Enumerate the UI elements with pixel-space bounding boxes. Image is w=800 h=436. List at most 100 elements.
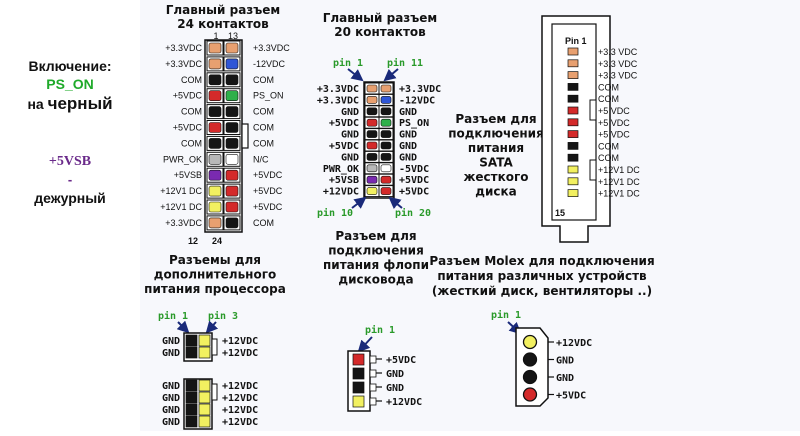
atx24-right-label: +3.3VDC	[253, 43, 290, 53]
atx24-pin-right-18	[223, 120, 241, 135]
cpu-4pin-pin-gnd	[185, 346, 198, 359]
atx20-pin1-arrow	[347, 68, 364, 82]
sata-pin1-label: Pin 1	[565, 36, 587, 46]
cpu-8pin-pin-12v	[198, 415, 211, 428]
cpu-8pin-left-label: GND	[162, 417, 180, 428]
sata-pin15-label: 15	[555, 208, 565, 218]
atx24-right-label: -12VDC	[253, 59, 286, 69]
atx20-pin-right-13	[378, 105, 394, 118]
left-legend: Включение: PS_ON на черный +5VSB - дежур…	[0, 0, 140, 431]
atx20-pin-left-10	[364, 185, 380, 198]
molex-label: GND	[556, 373, 574, 384]
atx24-num-24: 24	[212, 236, 222, 246]
atx20-right-label: GND	[399, 130, 417, 141]
atx24-left-label: +12V1 DC	[160, 202, 202, 212]
atx24-pin-right-17	[223, 104, 241, 120]
cpu-pin1-label: pin 1	[158, 310, 188, 322]
molex-title-line: (жесткий диск, вентиляторы ..)	[432, 284, 652, 298]
sata-title-line: питания	[468, 141, 524, 155]
pinout-panel: Главный разъем 24 контактов 1 13 +3.3VDC…	[140, 0, 800, 431]
atx20-right-label: GND	[399, 107, 417, 118]
sata-pin	[567, 47, 579, 56]
atx24-left-label: +5VSB	[174, 170, 202, 180]
cpu-4pin-right-label: +12VDC	[222, 348, 258, 359]
atx20-right-label: +5VDC	[399, 187, 429, 198]
atx24-pin-right-19	[223, 135, 241, 151]
sata-pin	[567, 142, 579, 150]
atx20-pin-right-15	[378, 128, 394, 141]
atx24-pin-left-2	[206, 56, 224, 72]
cpu-8pin-right-label: +12VDC	[222, 417, 258, 428]
atx24-latch	[241, 123, 249, 149]
sata-label: +12V1 DC	[598, 177, 640, 187]
floppy-title-line: Разъем для	[335, 229, 416, 243]
sata-pin	[567, 165, 579, 174]
atx24-pin-left-9	[206, 167, 224, 183]
floppy-pin1-label: pin 1	[365, 324, 395, 336]
floppy-pin	[352, 395, 365, 408]
sata-title-line: подключения	[448, 127, 544, 141]
atx20-left-label: +3.3VDC	[317, 95, 359, 106]
sata-title-line: жесткого	[463, 170, 528, 184]
cpu-4pin-left-label: GND	[162, 336, 180, 347]
power-on-target-prefix: на	[27, 96, 44, 112]
atx20-right-label: GND	[399, 141, 417, 152]
molex-pin1-label: pin 1	[491, 309, 521, 321]
molex-pin	[522, 387, 538, 402]
atx24-left-label: +5VDC	[173, 123, 203, 133]
power-on-target: на черный	[0, 94, 140, 114]
cpu-8pin-pin-12v	[198, 403, 211, 416]
floppy-pin-tab	[369, 369, 377, 378]
floppy-label: +5VDC	[386, 355, 416, 366]
atx24-num-13: 13	[228, 31, 238, 41]
atx20-pin10-arrow	[351, 196, 367, 209]
atx20-left-label: PWR_OK	[323, 164, 359, 175]
cpu-8pin-pins	[185, 379, 218, 428]
atx24-left-labels: +3.3VDC+3.3VDCCOM+5VDCCOM+5VDCCOMPWR_OK+…	[160, 43, 202, 228]
atx24-left-label: +3.3VDC	[165, 218, 202, 228]
atx20-title-line1: Главный разъем	[323, 11, 437, 25]
cpu-title-line: Разъемы для	[169, 253, 261, 267]
atx24-left-label: COM	[181, 138, 202, 148]
standby-description: дежурный	[34, 190, 106, 206]
atx20-left-label: GND	[341, 130, 359, 141]
sata-label: +3.3 VDC	[598, 47, 638, 57]
sata-pin	[567, 59, 579, 68]
cpu-8pin-left-label: GND	[162, 393, 180, 404]
sata-pin	[567, 71, 579, 79]
atx24-right-label: COM	[253, 75, 274, 85]
atx20-pin-right-17	[378, 150, 394, 163]
sata-label: +3.3 VDC	[598, 59, 638, 69]
atx24-left-label: PWR_OK	[163, 154, 202, 164]
atx20-pin11-label: pin 11	[387, 57, 423, 69]
atx20-right-label: -12VDC	[399, 95, 435, 106]
cpu-8pin-latch	[211, 383, 218, 401]
atx24-left-label: +5VDC	[173, 91, 203, 101]
atx24-pin-right-16	[223, 88, 241, 104]
atx20-pin-left-3	[364, 105, 380, 118]
atx24-pin-left-4	[206, 88, 224, 104]
atx24-left-label: +12V1 DC	[160, 186, 202, 196]
atx20-pin11-arrow	[383, 68, 399, 82]
atx20-pin20-label: pin 20	[395, 207, 431, 219]
atx20-left-label: +5VDC	[329, 118, 359, 129]
cpu-8pin-pin-gnd	[185, 415, 198, 428]
cpu-pin1-arrow	[176, 320, 190, 334]
cpu-8pin-right-label: +12VDC	[222, 405, 258, 416]
atx24-pin-left-12	[206, 215, 224, 231]
floppy-pin-tab	[369, 355, 377, 364]
sata-pin	[567, 189, 579, 197]
molex-title-line: питания различных устройств	[437, 269, 647, 283]
sata-pin	[567, 130, 579, 138]
atx20-connector: Главный разъем 20 контактов pin 1 pin 11…	[317, 11, 441, 219]
atx20-pin1-label: pin 1	[333, 57, 363, 69]
sata-label: +12V1 DC	[598, 189, 640, 199]
cpu-4pin-pin-12v	[198, 346, 211, 359]
cpu-title-line: дополнительного	[154, 268, 276, 282]
molex-pin	[522, 352, 538, 367]
atx20-pin-left-1	[364, 82, 380, 95]
ps-on-signal: PS_ON	[46, 76, 94, 92]
cpu-4pin-pins	[185, 334, 218, 359]
